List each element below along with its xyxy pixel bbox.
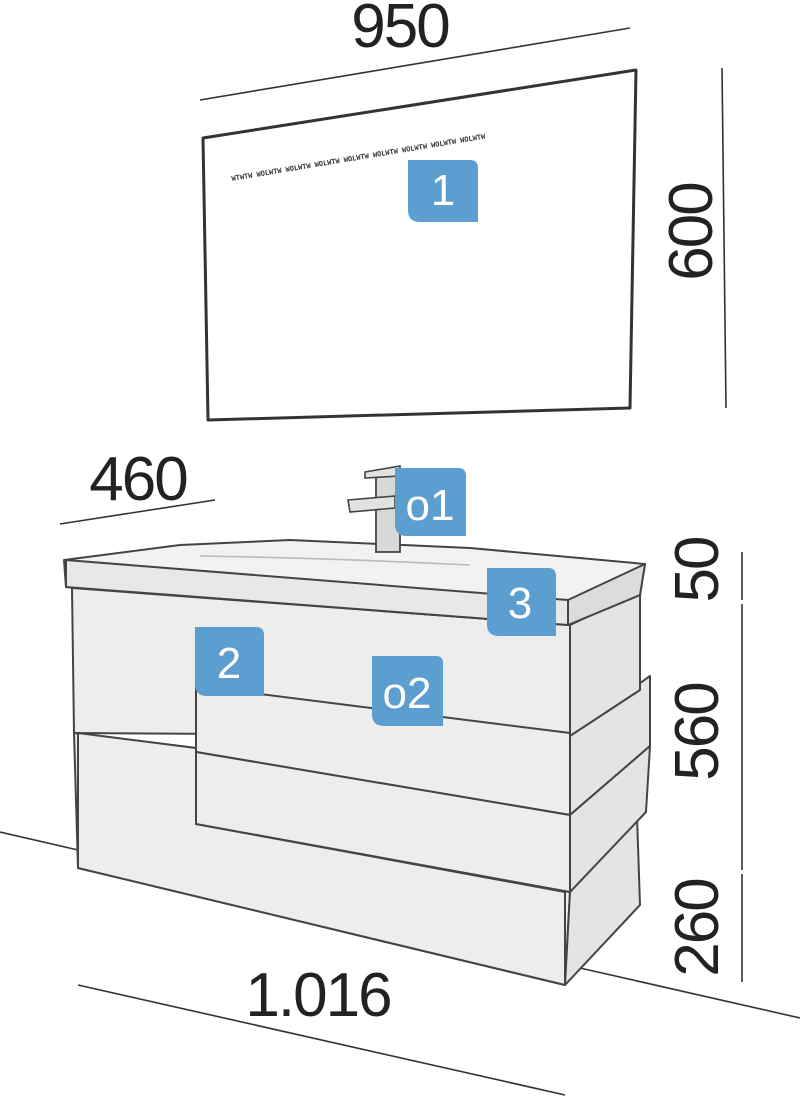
mirror: WTWTW WOLWTW WOLWTW WOLWTW WOLWTW WOLWTW… (201, 68, 638, 422)
cabinet-height-label: 560 (663, 683, 732, 781)
plinth-height-label: 260 (663, 879, 732, 977)
cabinet: 2 o2 (71, 587, 651, 986)
cabinet-badge-shape (195, 627, 264, 696)
faucet: o1 (347, 465, 466, 553)
wall-line-right (579, 967, 800, 1019)
mirror-badge: 1 (408, 160, 478, 222)
mirror-badge-label: 1 (431, 166, 455, 215)
top-thickness-label: 50 (663, 537, 732, 602)
total-width-label: 1.016 (245, 961, 390, 1030)
cabinet-badge-label: 2 (217, 639, 241, 688)
countertop-badge-label: 3 (508, 579, 532, 628)
mirror-width-dimension-line (199, 27, 631, 101)
mirror-width-label: 950 (351, 0, 449, 61)
handle-badge-shape (372, 656, 443, 726)
depth-label: 460 (89, 445, 187, 514)
faucet-badge: o1 (395, 468, 466, 536)
handle-badge: o2 (372, 656, 443, 726)
drawer-2-side (569, 745, 651, 893)
mirror-badge-shape (408, 160, 478, 222)
cabinet-badge: 2 (195, 627, 264, 696)
faucet-badge-shape (395, 468, 466, 536)
faucet-lever (364, 465, 401, 479)
mirror-height-label: 600 (657, 183, 726, 281)
depth-dimension-line (59, 499, 216, 525)
countertop: 3 (63, 539, 646, 636)
countertop-badge: 3 (487, 568, 556, 636)
total-width-dimension-line (77, 984, 566, 1096)
basin-edge (199, 555, 471, 566)
countertop-side-edge (567, 563, 646, 626)
countertop-badge-shape (487, 568, 556, 636)
mirror-height-dimension-line (721, 67, 727, 409)
handle-badge-label: o2 (383, 669, 432, 718)
faucet-badge-label: o1 (406, 481, 455, 530)
wall-line-left (0, 831, 79, 851)
mirror-frame (201, 68, 638, 422)
